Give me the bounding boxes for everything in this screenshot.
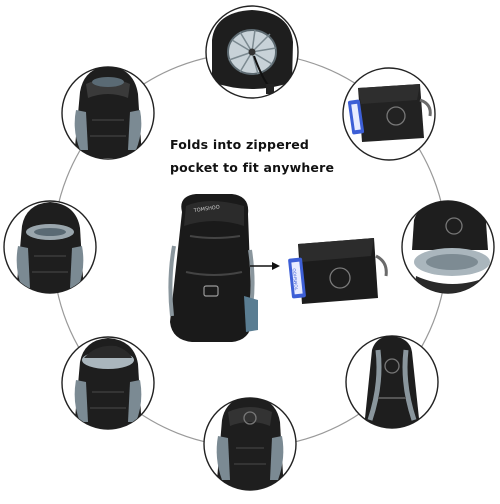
photo-drawstring-opening xyxy=(205,5,299,99)
brand-label: TOMSHOO xyxy=(192,204,220,214)
folded-pouch: TOMSHOO xyxy=(288,238,388,304)
arrow-right-icon xyxy=(250,262,280,270)
logo-patch xyxy=(203,285,219,297)
photo-pack-back-straps xyxy=(345,335,439,429)
photo-pack-front-view xyxy=(203,397,297,491)
photo-pack-opened-left xyxy=(3,200,97,294)
photo-pack-stuffing xyxy=(61,336,155,430)
photo-pack-top-view xyxy=(61,66,155,160)
caption-line-2: pocket to fit anywhere xyxy=(170,160,335,175)
caption-line-1: Folds into zippered xyxy=(170,137,310,152)
photo-pouch-unfolding xyxy=(401,200,495,294)
photo-folded-pouch xyxy=(342,67,436,161)
tag-brand-label: TOMSHOO xyxy=(292,267,299,291)
center-backpack: TOMSHOO xyxy=(168,194,258,342)
